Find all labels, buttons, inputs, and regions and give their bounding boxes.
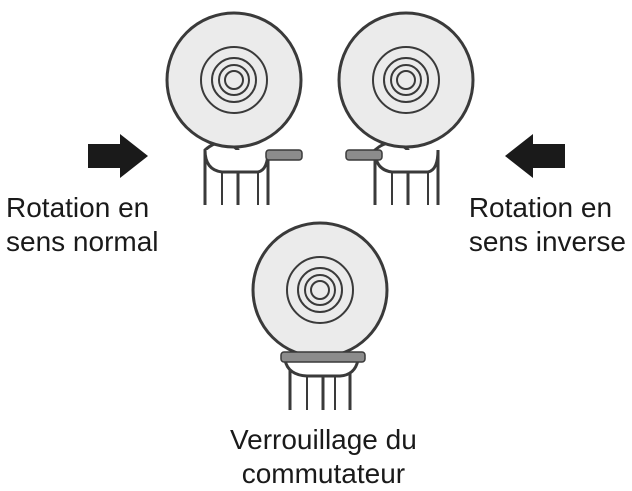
label-reverse-line1: Rotation en <box>468 192 613 223</box>
direction-lever <box>265 149 303 161</box>
label-forward-line2: sens normal <box>6 226 159 257</box>
direction-lever <box>345 149 383 161</box>
label-forward-line1: Rotation en <box>6 192 150 223</box>
arrow-left-icon <box>505 134 565 178</box>
ratchet-reverse <box>337 11 475 205</box>
label-reverse-line2: sens inverse <box>468 226 626 257</box>
label-lock-line2: commutateur <box>241 458 406 489</box>
label-forward-rotation: Rotation en sens normal <box>6 191 159 259</box>
label-lock-line1: Verrouillage du <box>230 424 417 455</box>
ratchet-lock <box>251 221 389 410</box>
arrow-right-icon <box>88 134 148 178</box>
label-switch-lock: Verrouillage du commutateur <box>230 423 417 491</box>
ratchet-forward <box>165 11 303 205</box>
label-reverse-rotation: Rotation en sens inverse <box>469 191 626 259</box>
direction-lever <box>280 351 366 363</box>
